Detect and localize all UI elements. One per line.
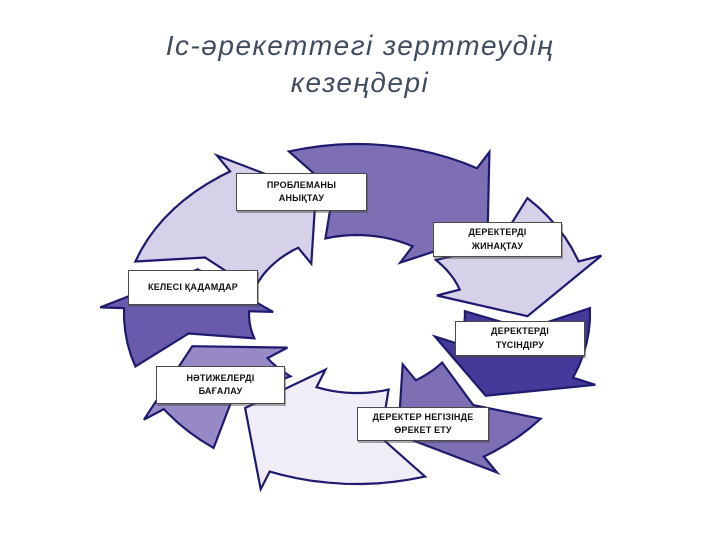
step-label-define-problem: ПРОБЛЕМАНЫ АНЫҚТАУ xyxy=(236,173,367,211)
step-label-text: ТҮСІНДІРУ xyxy=(495,339,545,350)
step-label-text: ӨРЕКЕТ ЕТУ xyxy=(394,425,452,435)
step-label-interpret-data: ДЕРЕКТЕРДІ ТҮСІНДІРУ xyxy=(455,321,585,356)
step-label-evaluate-results: НӘТИЖЕЛЕРДІ БАҒАЛАУ xyxy=(156,366,285,404)
step-label-next-steps: КЕЛЕСІ ҚАДАМДАР xyxy=(128,270,258,305)
slide-title-line-2: кезеңдері xyxy=(290,66,430,98)
slide-title: Іс-әрекеттегі зерттеудің кезеңдері xyxy=(0,28,720,102)
step-label-text: ДЕРЕКТЕР НЕГІЗІНДЕ xyxy=(372,411,474,422)
step-label-text: ДЕРЕКТЕРДІ xyxy=(491,326,549,337)
step-label-text: ПРОБЛЕМАНЫ xyxy=(266,179,337,190)
step-label-collect-data: ДЕРЕКТЕРДІ ЖИНАҚТАУ xyxy=(433,222,562,257)
step-label-text: НӘТИЖЕЛЕРДІ xyxy=(186,372,255,383)
step-label-text: ДЕРЕКТЕРДІ xyxy=(468,227,527,238)
cycle-arrow-segment xyxy=(243,367,428,493)
step-label-text: КЕЛЕСІ ҚАДАМДАР xyxy=(148,281,238,292)
step-label-text: БАҒАЛАУ xyxy=(198,386,243,396)
slide-title-line-1: Іс-әрекеттегі зерттеудің xyxy=(165,30,555,61)
step-label-text: АНЫҚТАУ xyxy=(278,193,325,203)
step-label-act-on-data: ДЕРЕКТЕР НЕГІЗІНДЕ ӨРЕКЕТ ЕТУ xyxy=(357,407,489,441)
step-label-text: ЖИНАҚТАУ xyxy=(471,240,524,251)
